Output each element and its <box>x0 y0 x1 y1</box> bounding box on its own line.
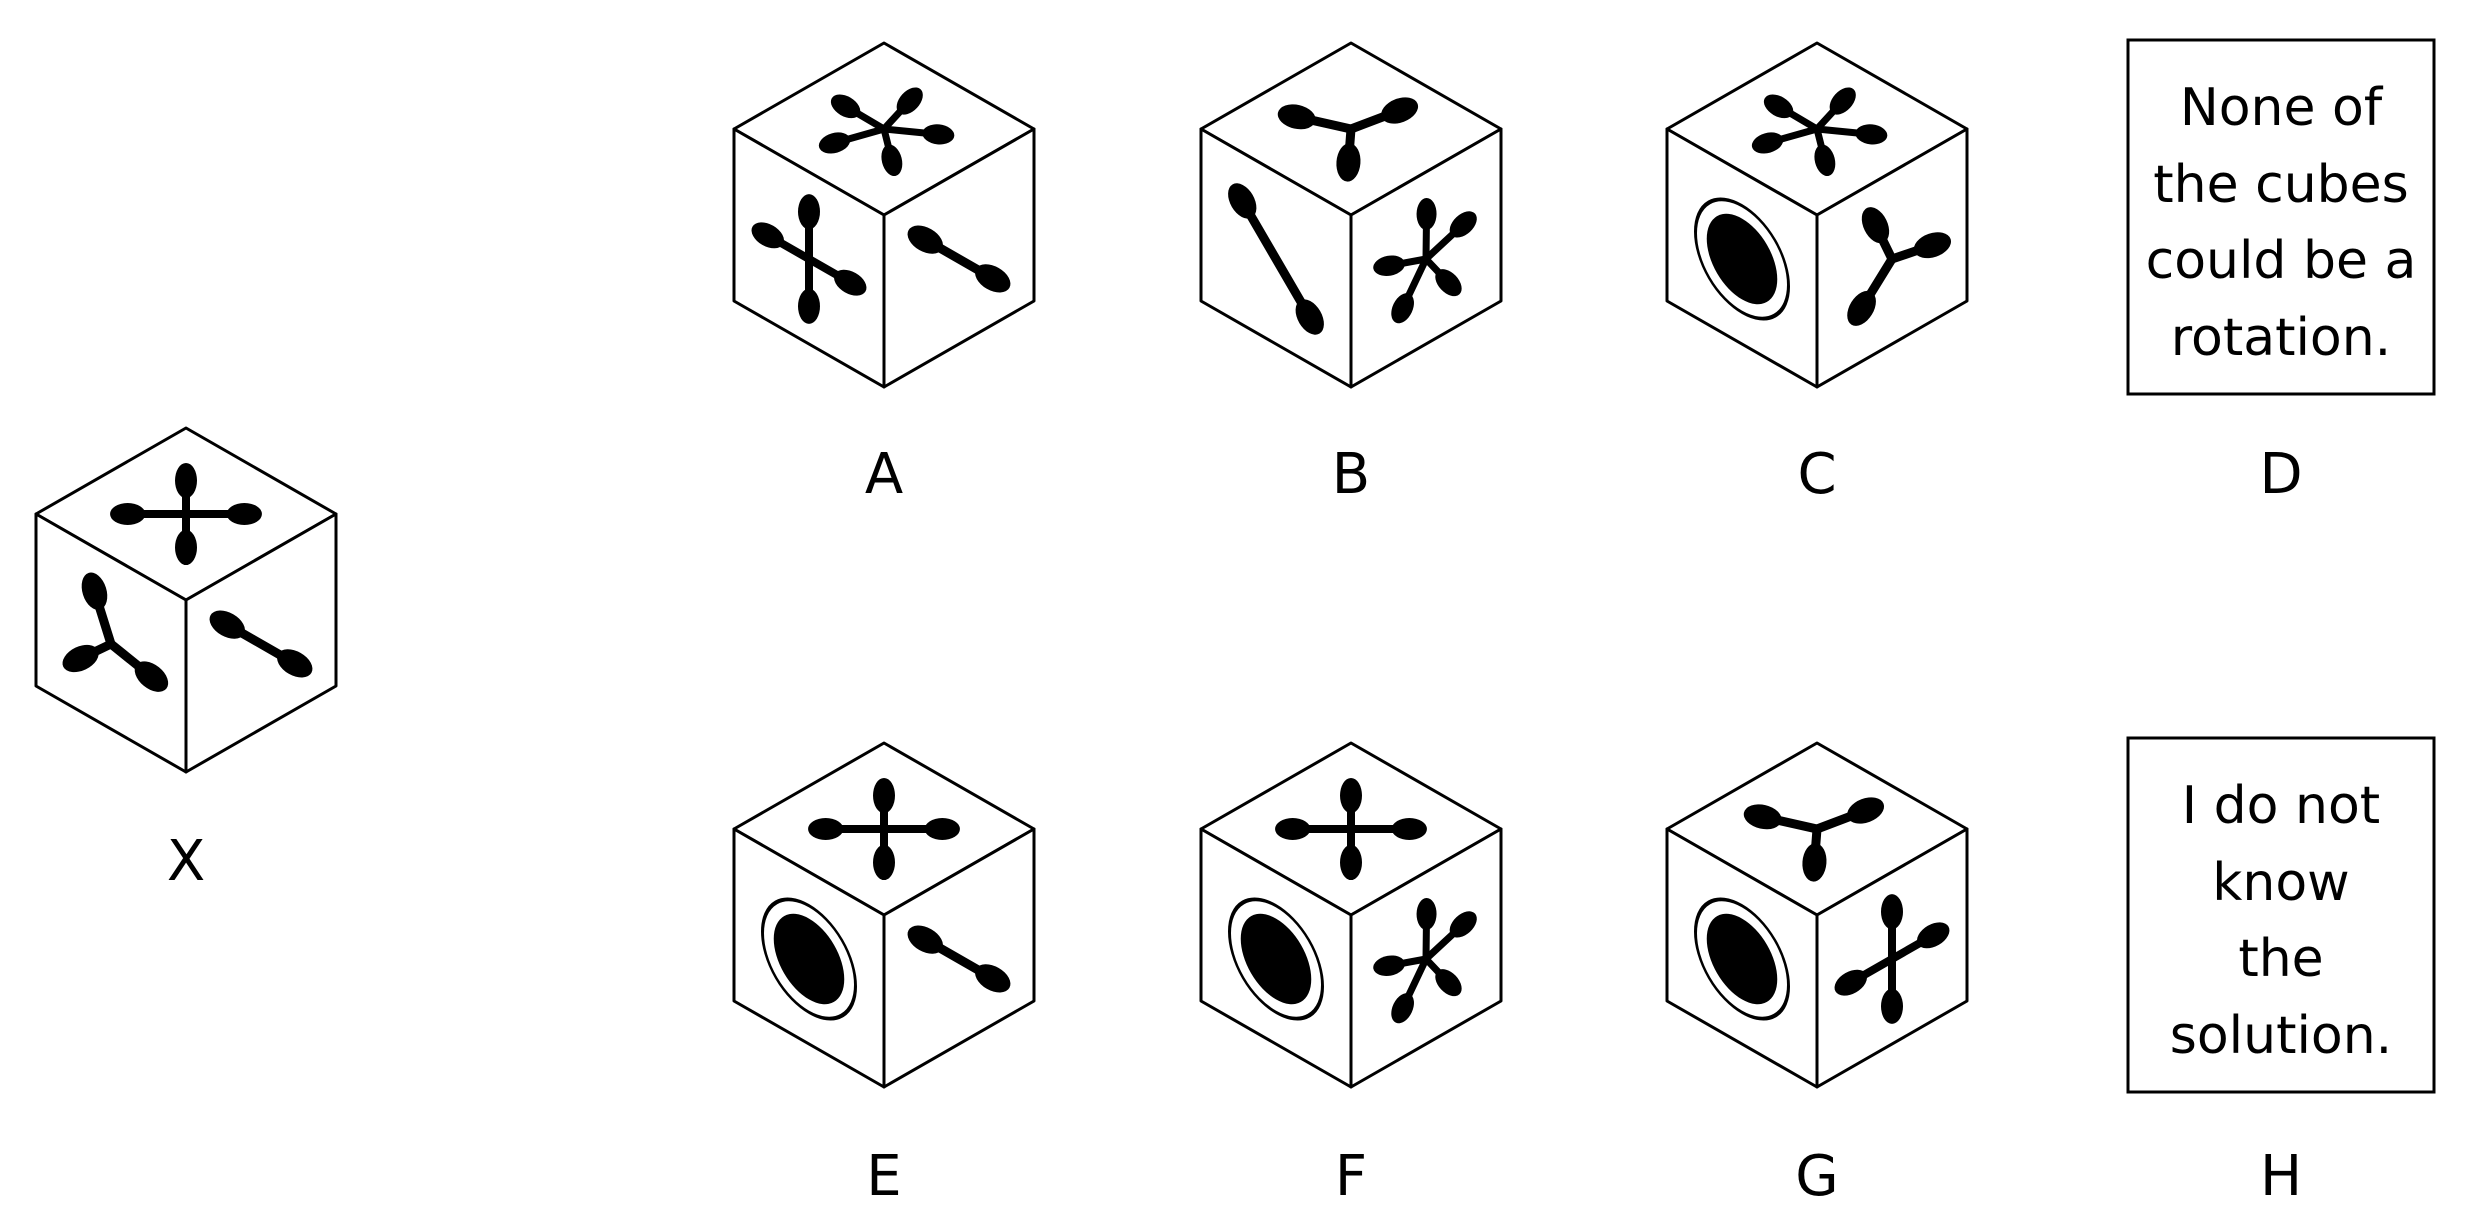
tripod-icon <box>1847 207 1952 326</box>
dumbbell-icon <box>907 225 1011 293</box>
ring-disc-icon <box>1693 197 1791 321</box>
option-label-g: G <box>1795 1144 1838 1209</box>
option-label-h: H <box>2260 1144 2302 1209</box>
tripod-icon <box>62 572 169 692</box>
option-d-line-3: could be a <box>2146 231 2417 291</box>
option-h-line-2: know <box>2212 853 2349 913</box>
x-4-icon <box>1834 894 1950 1024</box>
cross-4-icon <box>110 462 262 566</box>
tripod-icon <box>1743 797 1885 882</box>
option-cube-c[interactable] <box>1665 41 1969 389</box>
option-d-line-2: the cubes <box>2153 155 2409 215</box>
option-label-a: A <box>865 442 903 507</box>
cross-4-icon <box>1275 777 1427 881</box>
option-cube-g[interactable] <box>1665 741 1969 1089</box>
ring-disc-icon <box>1227 897 1325 1021</box>
option-h-line-3: the <box>2238 929 2323 989</box>
star-5-icon <box>1373 197 1477 324</box>
cross-4-icon <box>808 777 960 881</box>
star-5-icon <box>1373 897 1477 1024</box>
option-d-line-1: None of <box>2180 78 2384 138</box>
dumbbell-icon <box>1228 183 1324 335</box>
option-cube-f[interactable] <box>1199 741 1503 1089</box>
option-d-line-4: rotation. <box>2171 308 2391 368</box>
option-label-c: C <box>1797 442 1836 507</box>
option-h-line-4: solution. <box>2170 1006 2392 1066</box>
reference-label-x: X <box>167 829 205 894</box>
option-label-d: D <box>2259 442 2302 507</box>
reference-cube-x <box>34 426 338 774</box>
cube-faces <box>34 426 338 774</box>
dumbbell-icon <box>209 610 313 678</box>
option-cube-e[interactable] <box>732 741 1036 1089</box>
tripod-icon <box>1277 97 1419 182</box>
x-4-icon <box>751 194 867 324</box>
option-h-line-1: I do not <box>2182 776 2380 836</box>
star-5-icon <box>1751 87 1888 177</box>
dumbbell-icon <box>907 925 1011 993</box>
ring-disc-icon <box>1693 897 1791 1021</box>
option-label-f: F <box>1335 1144 1367 1209</box>
star-5-icon <box>818 87 955 177</box>
ring-disc-icon <box>760 897 858 1021</box>
option-label-b: B <box>1332 442 1370 507</box>
option-cube-a[interactable] <box>732 41 1036 389</box>
option-label-e: E <box>866 1144 901 1209</box>
option-box-h[interactable]: I do not know the solution. <box>2126 736 2436 1094</box>
option-cube-b[interactable] <box>1199 41 1503 389</box>
option-box-d[interactable]: None of the cubes could be a rotation. <box>2126 38 2436 396</box>
